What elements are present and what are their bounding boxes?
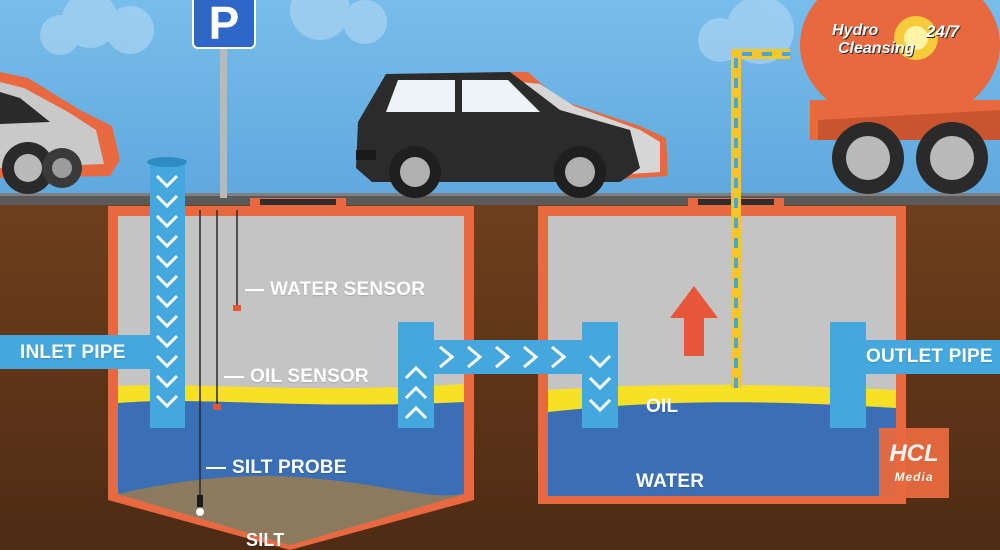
oil-sensor-label: OIL SENSOR <box>250 366 369 387</box>
car-icon <box>0 72 120 194</box>
outlet-pipe <box>830 340 1000 374</box>
road-curb <box>0 193 1000 196</box>
sensors <box>199 210 238 506</box>
silt-label: SILT <box>246 530 285 550</box>
water-sensor-label: WATER SENSOR <box>270 279 426 300</box>
logo-top-number: 24/7 <box>926 22 960 41</box>
hcl-media-logo: HCL Media <box>879 428 949 498</box>
parking-pole <box>220 48 227 198</box>
silt-probe-label: SILT PROBE <box>232 457 347 478</box>
water-label: WATER <box>636 471 705 492</box>
outlet-pipe-label: OUTLET PIPE <box>866 346 993 367</box>
up-arrow-icon <box>670 286 718 356</box>
clouds <box>40 0 794 64</box>
tank-2-water <box>548 401 896 496</box>
hydro-cleansing-logo: Hydro Cleansing 24/7 <box>830 20 980 70</box>
inlet-pipe <box>0 335 155 369</box>
outlet-riser <box>830 322 866 428</box>
parking-sign-letter: P <box>208 0 240 49</box>
inlet-downpipe <box>150 162 185 428</box>
logo-bottom-line1: HCL <box>889 440 939 467</box>
sensor-icon <box>213 404 221 410</box>
logo-top-line2: Cleansing <box>838 40 915 57</box>
truck-icon <box>800 0 1000 194</box>
logo-bottom-line2: Media <box>894 470 934 484</box>
truck-tank <box>800 0 1000 125</box>
vacuum-hose <box>731 49 790 388</box>
tank-1-silt <box>118 475 464 545</box>
sensor-icon <box>233 305 241 311</box>
tank-1-oil <box>118 384 464 405</box>
transfer-riser <box>398 322 434 428</box>
road-surface <box>0 195 1000 205</box>
oil-label: OIL <box>646 396 679 417</box>
silt-probe-tip <box>196 508 204 516</box>
inlet-pipe-label: INLET PIPE <box>20 342 126 363</box>
flow-chevrons-inlet <box>155 174 179 409</box>
parking-sign-icon: P <box>192 0 256 49</box>
flow-chevrons-transfer <box>404 345 612 420</box>
tank-2-oil <box>548 384 896 412</box>
inlet-downpipe-cap <box>147 157 187 167</box>
car-icon <box>356 72 668 198</box>
logo-top-line1: Hydro <box>832 22 879 39</box>
